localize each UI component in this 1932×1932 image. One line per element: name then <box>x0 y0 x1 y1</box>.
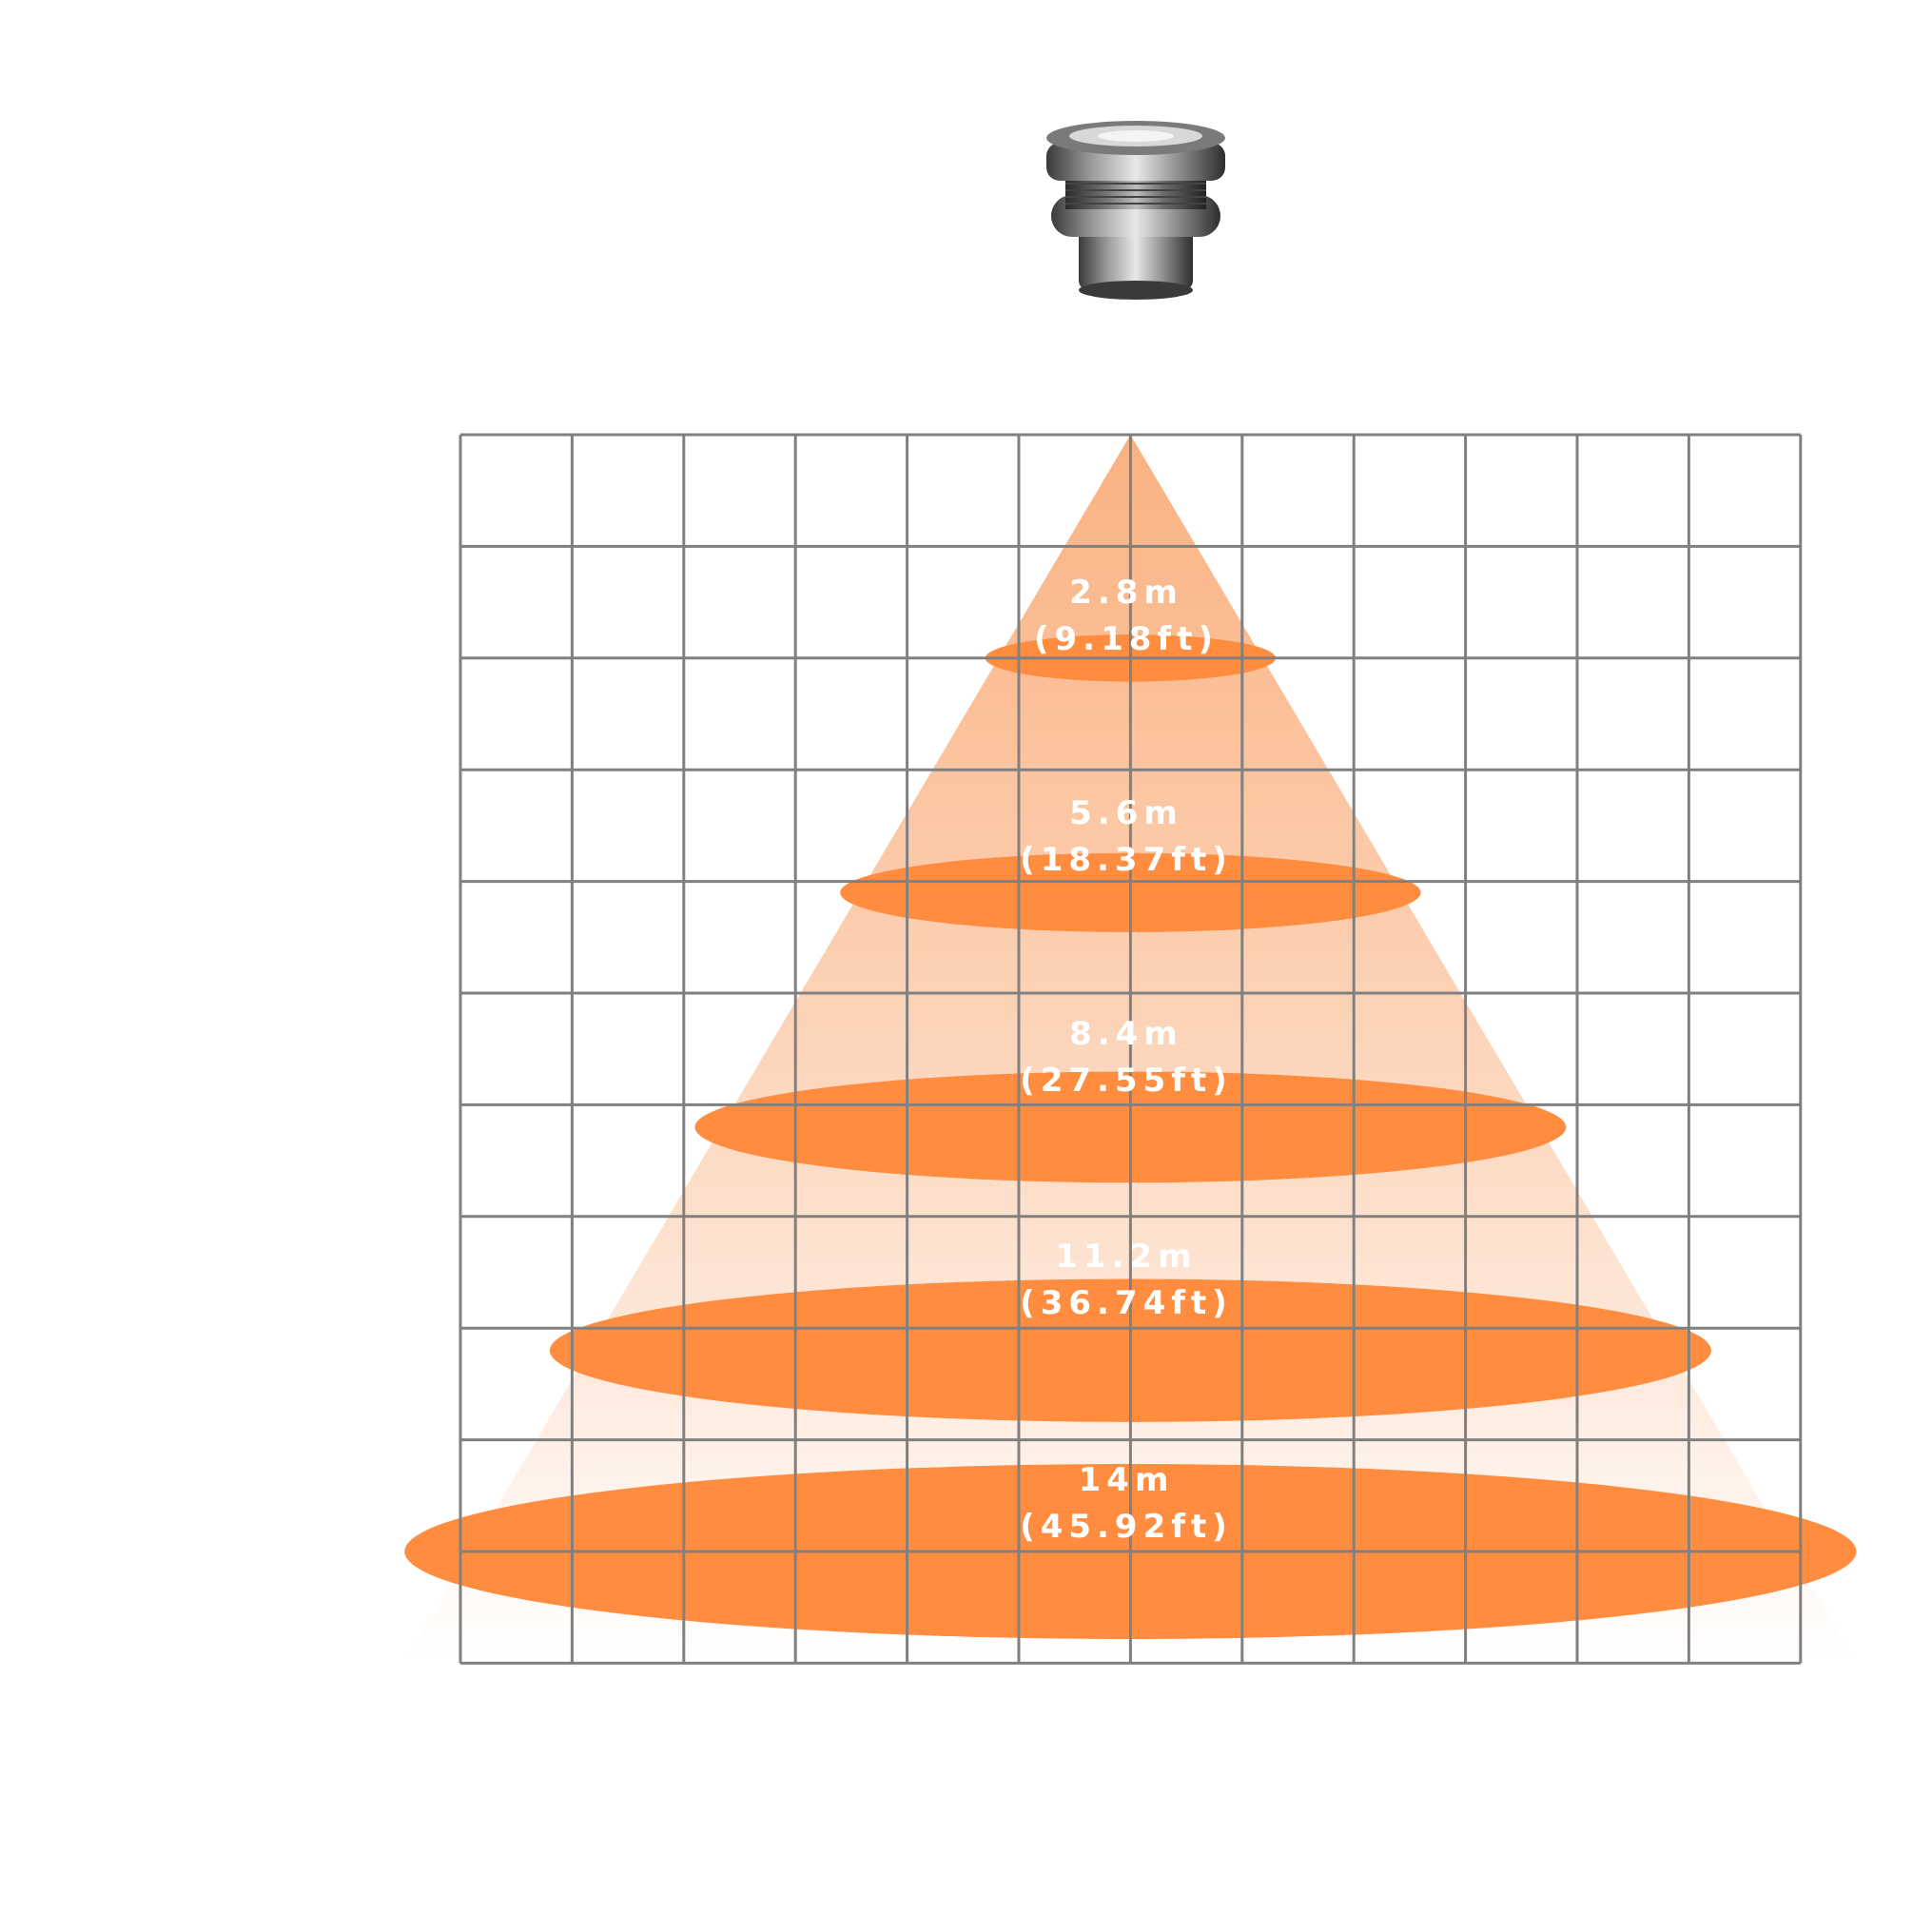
beam-label-distance: 11.2m <box>1055 1238 1197 1276</box>
beam-label-distance: 2.8m <box>1069 574 1183 612</box>
beam-label-imperial: (45.92ft) <box>1020 1508 1233 1546</box>
beam-label-distance: 14m <box>1079 1461 1175 1499</box>
beam-label-imperial: (9.18ft) <box>1034 620 1219 658</box>
grid <box>459 433 1803 1665</box>
beam-label-imperial: (36.74ft) <box>1020 1284 1233 1322</box>
beam-labels: 2.8m (9.18ft) 5.6m (18.37ft) 8.4m (27.55… <box>1020 574 1233 1546</box>
beam-label-imperial: (18.37ft) <box>1020 841 1233 879</box>
beam-label-imperial: (27.55ft) <box>1020 1062 1233 1100</box>
beam-label-distance: 8.4m <box>1069 1015 1183 1053</box>
spotlight-fixture-icon <box>1046 121 1225 300</box>
beam-label-distance: 5.6m <box>1069 794 1183 832</box>
